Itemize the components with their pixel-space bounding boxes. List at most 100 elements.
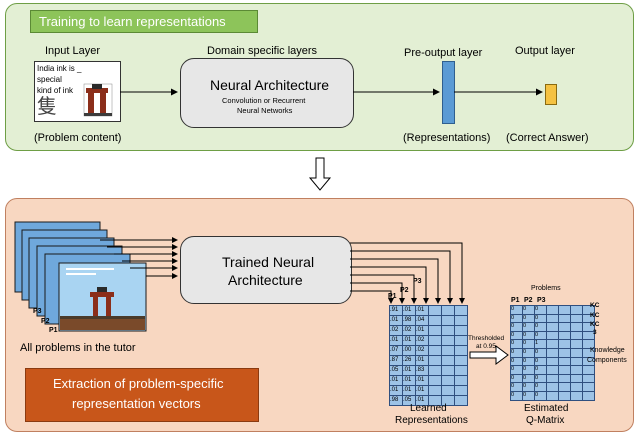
grid-cell: 0 xyxy=(510,347,523,358)
representation-row: .01.01.01 xyxy=(389,385,468,396)
grid-cell: 0 xyxy=(534,322,547,332)
extraction-text-2: representation vectors xyxy=(72,396,201,411)
grid-cell: .01 xyxy=(415,355,429,366)
grid-cell: 0 xyxy=(522,373,535,384)
grid-cell: 0 xyxy=(510,390,523,401)
grid-cell-empty xyxy=(558,382,571,392)
extraction-box xyxy=(25,368,259,422)
grid-cell-empty xyxy=(546,373,559,384)
grid-cell: .01 xyxy=(389,375,403,386)
grid-cell-empty xyxy=(546,339,559,349)
grid-cell: .01 xyxy=(415,305,429,316)
grid-cell: 0 xyxy=(534,347,547,358)
grid-cell-empty xyxy=(558,313,571,324)
grid-cell: 0 xyxy=(522,322,535,332)
grid-cell-empty xyxy=(558,356,571,367)
knowledge-label-1: Knowledge xyxy=(590,347,625,354)
grid-cell-empty xyxy=(582,373,595,384)
grid-cell: .00 xyxy=(402,345,416,356)
grid-cell: 0 xyxy=(510,305,523,315)
grid-cell-empty xyxy=(454,375,468,386)
grid-cell: .01 xyxy=(402,365,416,376)
grid-cell-empty xyxy=(441,365,455,376)
kc-label-3: KC xyxy=(590,321,600,328)
grid-cell-empty xyxy=(428,365,442,376)
training-title-box xyxy=(30,10,258,33)
grid-cell-empty xyxy=(558,347,571,358)
grid-cell-empty xyxy=(454,345,468,356)
grid-cell: .91 xyxy=(389,305,403,316)
grid-cell-empty xyxy=(428,305,442,316)
grid-cell-empty xyxy=(570,382,583,392)
kc-label-2: KC xyxy=(590,312,600,319)
output-caption: (Correct Answer) xyxy=(506,132,589,144)
grid-cell: 0 xyxy=(534,373,547,384)
grid-cell: 0 xyxy=(510,365,523,375)
grid-cell-empty xyxy=(441,385,455,396)
vector-label-p1: P1 xyxy=(388,293,397,300)
grid-cell-empty xyxy=(428,385,442,396)
representation-row: .02.02.01 xyxy=(389,325,468,336)
grid-cell-empty xyxy=(428,335,442,346)
grid-cell: 0 xyxy=(510,322,523,332)
grid-cell: 0 xyxy=(522,339,535,349)
representation-row: .01.98.04 xyxy=(389,315,468,326)
input-text-line-2: special xyxy=(37,75,62,84)
grid-cell: 0 xyxy=(534,390,547,401)
grid-cell-empty xyxy=(570,339,583,349)
grid-cell-empty xyxy=(546,365,559,375)
problems-caption: All problems in the tutor xyxy=(20,342,136,354)
extraction-text-1: Extraction of problem-specific xyxy=(53,376,224,391)
grid-cell-empty xyxy=(441,375,455,386)
grid-cell: .01 xyxy=(402,385,416,396)
neural-subtitle-1: Convolution or Recurrent xyxy=(222,96,306,105)
stack-label-p3: P3 xyxy=(33,308,42,315)
grid-cell-empty xyxy=(570,356,583,367)
grid-cell-empty xyxy=(454,395,468,406)
grid-cell: 0 xyxy=(510,313,523,324)
grid-cell-empty xyxy=(546,347,559,358)
grid-cell: .05 xyxy=(389,365,403,376)
grid-cell: 0 xyxy=(522,305,535,315)
grid-cell-empty xyxy=(570,365,583,375)
grid-cell-empty xyxy=(570,330,583,341)
grid-cell-empty xyxy=(570,313,583,324)
grid-cell-empty xyxy=(558,305,571,315)
representation-row: .07.00.02 xyxy=(389,345,468,356)
grid-cell-empty xyxy=(546,322,559,332)
grid-cell-empty xyxy=(582,390,595,401)
grid-cell: .83 xyxy=(415,365,429,376)
grid-cell-empty xyxy=(570,390,583,401)
representation-row: .01.01.02 xyxy=(389,335,468,346)
grid-cell-empty xyxy=(546,356,559,367)
kc-label-4: 3 xyxy=(593,329,597,336)
grid-cell-empty xyxy=(428,375,442,386)
grid-cell-empty xyxy=(454,305,468,316)
grid-cell: 0 xyxy=(522,313,535,324)
representation-row: .98.05.01 xyxy=(389,395,468,406)
grid-cell-empty xyxy=(546,390,559,401)
grid-cell: 0 xyxy=(510,382,523,392)
grid-cell-empty xyxy=(546,382,559,392)
grid-cell-empty xyxy=(441,355,455,366)
vector-label-p2: P2 xyxy=(400,287,409,294)
q-col-p3: P3 xyxy=(537,297,546,304)
grid-cell: 1 xyxy=(534,339,547,349)
input-text-line-1: India ink is _ xyxy=(37,64,82,73)
output-node xyxy=(545,84,557,105)
grid-cell: .01 xyxy=(402,375,416,386)
grid-cell-empty xyxy=(454,385,468,396)
grid-cell: .01 xyxy=(402,305,416,316)
grid-cell: .02 xyxy=(389,325,403,336)
grid-cell: .01 xyxy=(389,315,403,326)
grid-cell: .01 xyxy=(402,335,416,346)
domain-layers-label: Domain specific layers xyxy=(207,45,318,57)
